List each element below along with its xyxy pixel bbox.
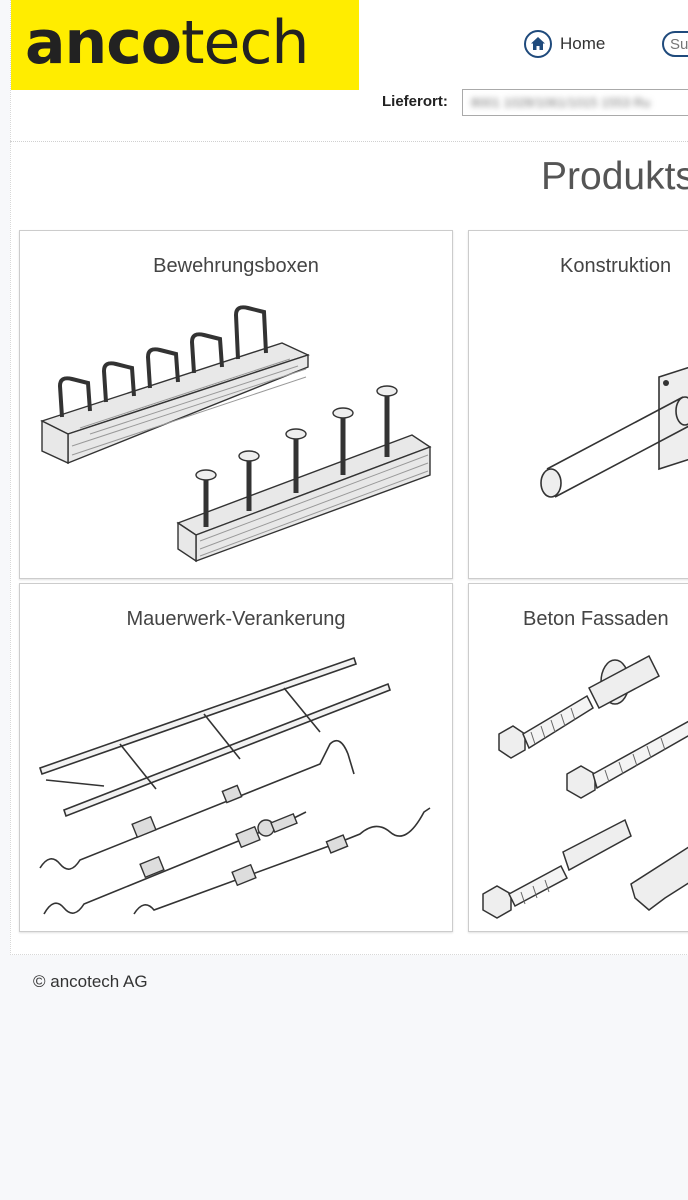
home-icon	[524, 30, 552, 58]
delivery-location-value: 8001 1028/1061/1015 1553 Ru	[471, 95, 651, 110]
delivery-location-select[interactable]: 8001 1028/1061/1015 1553 Ru	[462, 89, 688, 116]
page-title: Produkts	[541, 155, 688, 198]
category-card-mauerwerk-verankerung[interactable]: Mauerwerk-Verankerung	[19, 583, 453, 932]
search-input[interactable]	[662, 31, 688, 57]
delivery-location-label: Lieferort:	[382, 93, 448, 110]
header-divider	[10, 141, 688, 142]
category-card-bewehrungsboxen[interactable]: Bewehrungsboxen	[19, 230, 453, 579]
bewehrungsboxen-illustration	[40, 305, 432, 563]
konstruktion-illustration	[540, 366, 688, 498]
category-title: Bewehrungsboxen	[153, 255, 319, 277]
home-link[interactable]: Home	[524, 30, 605, 58]
beton-fassaden-illustration	[482, 654, 688, 919]
category-title: Beton Fassaden	[523, 608, 669, 630]
category-card-konstruktion[interactable]: Konstruktion	[468, 230, 688, 579]
footer-copyright: © ancotech AG	[33, 972, 148, 991]
category-title: Konstruktion	[560, 255, 672, 277]
category-title: Mauerwerk-Verankerung	[126, 608, 346, 630]
mauerwerk-verankerung-illustration	[38, 656, 431, 915]
home-label: Home	[560, 34, 606, 53]
category-card-beton-fassaden[interactable]: Beton Fassaden	[468, 583, 688, 932]
ancotech-logo[interactable]: ancotech	[11, 0, 359, 90]
logo-wordmark: ancotech	[25, 8, 309, 78]
